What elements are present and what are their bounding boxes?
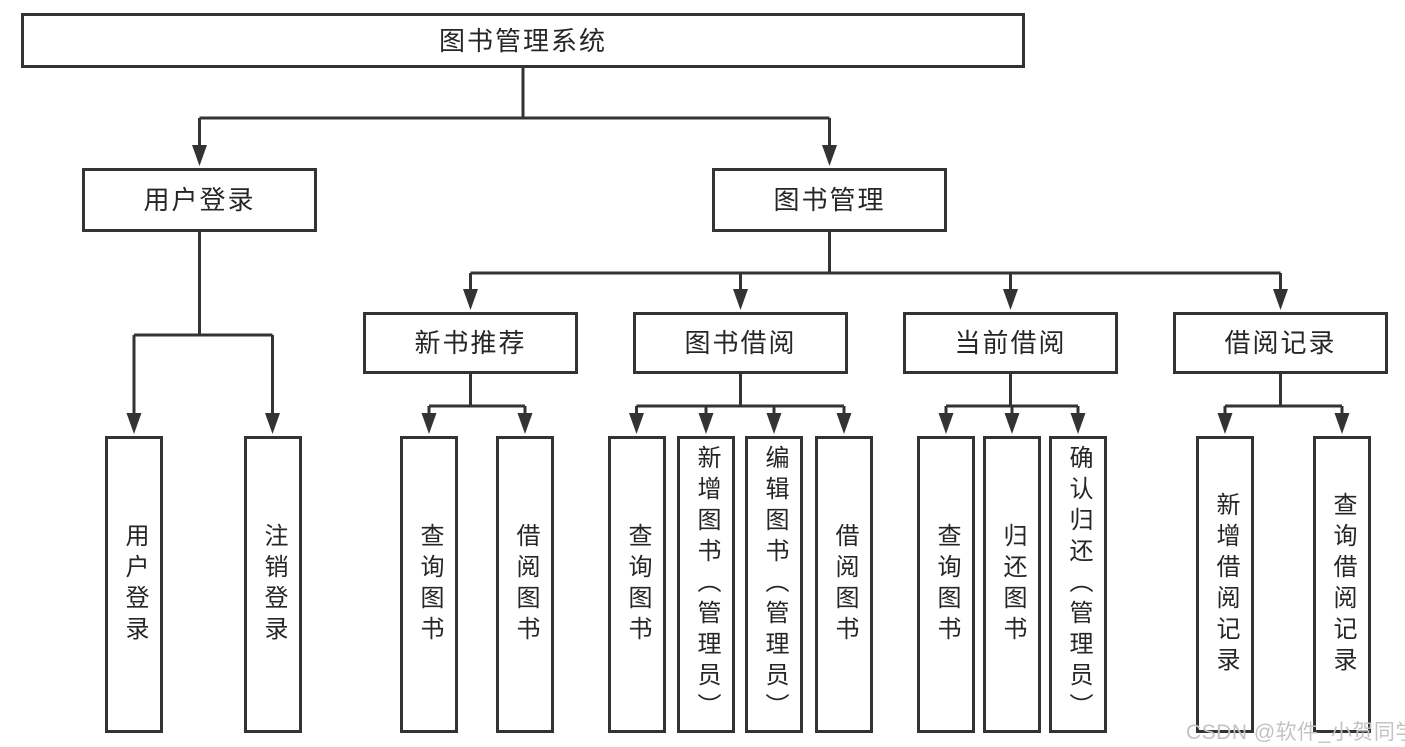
leaf-query-book-current: 查询图书 — [917, 436, 975, 733]
arrowheads — [126, 145, 1350, 434]
leaf-query-borrow-record: 查询借阅记录 — [1313, 436, 1371, 733]
node-new-book-recommend: 新书推荐 — [363, 312, 578, 374]
leaf-query-book-recommend: 查询图书 — [400, 436, 458, 733]
node-book-borrowing: 图书借阅 — [633, 312, 848, 374]
leaf-add-book-admin: 新增图书（管理员） — [677, 436, 735, 733]
node-user-login: 用户登录 — [82, 168, 317, 232]
connector-path — [132, 68, 1344, 418]
leaf-add-borrow-record: 新增借阅记录 — [1196, 436, 1254, 733]
leaf-confirm-return-admin: 确认归还（管理员） — [1049, 436, 1107, 733]
leaf-edit-book-admin: 编辑图书（管理员） — [745, 436, 803, 733]
node-borrow-records: 借阅记录 — [1173, 312, 1388, 374]
leaf-borrow-book-recommend: 借阅图书 — [496, 436, 554, 733]
leaf-borrow-book: 借阅图书 — [815, 436, 873, 733]
leaf-logout: 注销登录 — [244, 436, 302, 733]
node-current-borrowing: 当前借阅 — [903, 312, 1118, 374]
csdn-watermark: CSDN @软件_小贺同学 — [1186, 721, 1405, 744]
node-root-system: 图书管理系统 — [21, 13, 1025, 68]
node-book-management: 图书管理 — [712, 168, 947, 232]
leaf-query-book-borrowing: 查询图书 — [608, 436, 666, 733]
leaf-user-login: 用户登录 — [105, 436, 163, 733]
leaf-return-book: 归还图书 — [983, 436, 1041, 733]
